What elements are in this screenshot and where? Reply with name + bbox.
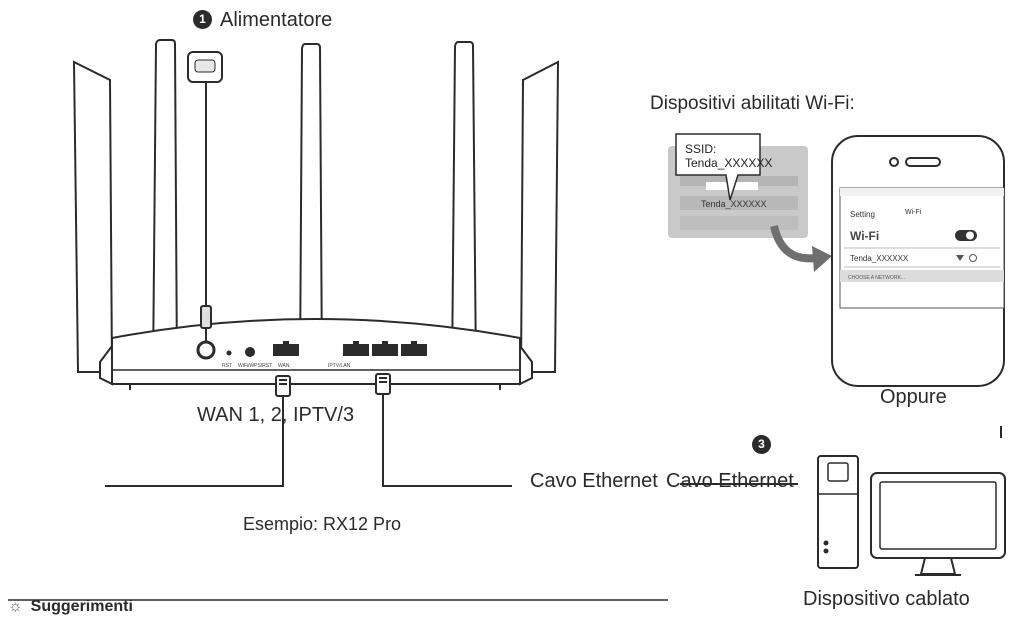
wifi-signal-icon — [956, 255, 964, 261]
wifi-devices-label: Dispositivi abilitati Wi-Fi: — [650, 93, 855, 114]
wan-port-icon — [273, 341, 299, 356]
ethernet-cable-label-a: Cavo Ethernet — [530, 470, 658, 492]
router — [72, 39, 560, 390]
port-label-iptv: IPTV/LAN — [328, 363, 351, 369]
phone-title: Wi-Fi — [905, 209, 922, 216]
example-label: Esempio: RX12 Pro — [243, 514, 402, 534]
wired-device-label: Dispositivo cablato — [803, 588, 970, 610]
wps-button-icon — [245, 347, 255, 357]
lan-port-1-icon — [343, 341, 369, 356]
rst-button-icon — [226, 350, 232, 356]
phone-network-row: Tenda_XXXXXX — [850, 254, 909, 263]
ethernet-cable-wan — [105, 375, 291, 487]
ssid-callout: SSID: Tenda_XXXXXX — [675, 133, 772, 201]
antenna-left-outer — [72, 60, 114, 373]
lan-port-3-icon — [401, 341, 427, 356]
tips-heading: ☼Suggerimenti — [8, 598, 133, 615]
antenna-right-inner — [450, 41, 478, 373]
monitor-icon — [870, 472, 1006, 576]
label-card-ssid: Tenda_XXXXXX — [701, 199, 767, 209]
power-adapter-icon — [187, 51, 223, 342]
power-port-icon — [196, 340, 216, 360]
tips-lightbulb-icon: ☼ — [8, 598, 23, 615]
port-label-wps: WiFi/WPS/RST — [238, 363, 272, 369]
curved-arrow-icon — [770, 224, 832, 272]
phone-wifi-label: Wi-Fi — [850, 229, 879, 243]
port-label-rst: RST — [222, 363, 232, 369]
info-icon — [969, 254, 977, 262]
or-label: Oppure — [880, 386, 947, 408]
phone-speaker-icon — [905, 157, 941, 167]
step-3-badge: 3 — [752, 435, 771, 454]
smartphone: Setting Wi-Fi Wi-Fi Tenda_XXXXXX CHOOSE … — [831, 135, 1005, 387]
pc-tower-icon — [817, 455, 859, 569]
callout-ssid-label: SSID: — [685, 142, 716, 156]
port-label-wan: WAN — [278, 363, 290, 369]
ethernet-cable-lan — [375, 373, 512, 487]
antenna-right-outer — [519, 60, 560, 373]
step-1-badge: 1 — [193, 10, 212, 29]
router-body — [111, 318, 521, 385]
phone-choose-network: CHOOSE A NETWORK... — [848, 275, 905, 281]
lan-port-2-icon — [372, 341, 398, 356]
wan-ports-label: WAN 1, 2, IPTV/3 — [197, 404, 355, 427]
power-adapter-label: Alimentatore — [220, 9, 333, 31]
phone-camera-icon — [889, 157, 899, 167]
phone-back-link: Setting — [850, 210, 875, 219]
antenna-left-inner — [151, 39, 179, 373]
callout-ssid-value: Tenda_XXXXXX — [685, 156, 772, 170]
ethernet-cable-label-b: Cavo Ethernet — [666, 470, 794, 492]
